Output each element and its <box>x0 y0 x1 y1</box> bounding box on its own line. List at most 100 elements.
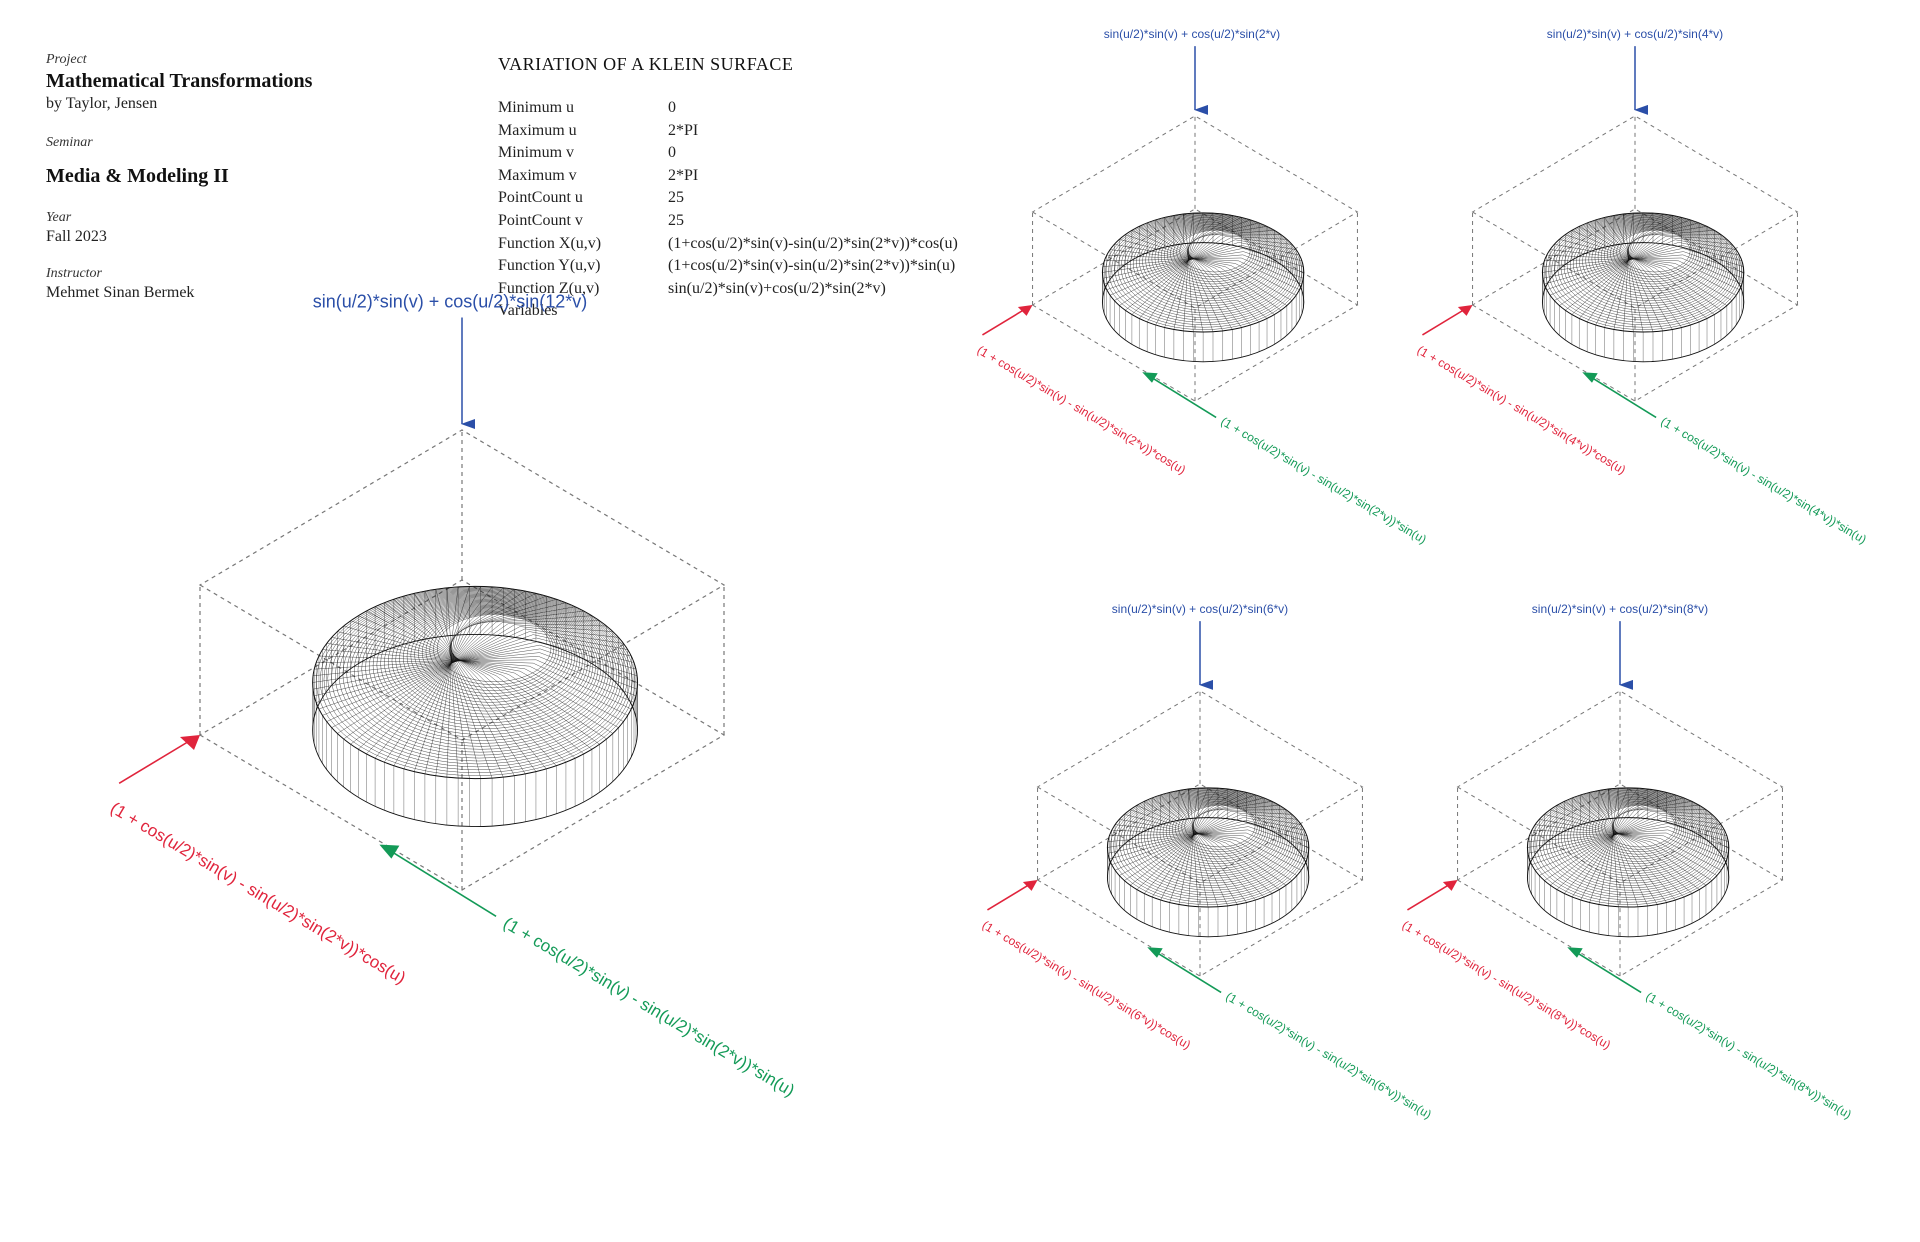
parameter-key: PointCount u <box>498 189 583 207</box>
parameter-row: Function Z(u,v) sin(u/2)*sin(v)+cos(u/2)*… <box>498 278 958 301</box>
z-axis-label: sin(u/2)*sin(v) + cos(u/2)*sin(6*v) <box>1112 602 1288 616</box>
klein-surface-mesh <box>1541 212 1745 363</box>
x-axis-label: (1 + cos(u/2)*sin(v) - sin(u/2)*sin(8*v)… <box>1400 918 1613 1052</box>
project-authors: by Taylor, Jensen <box>46 95 158 112</box>
y-axis-arrow <box>1585 373 1657 419</box>
bounding-box <box>1031 115 1359 402</box>
klein-surface-mesh <box>1101 212 1305 363</box>
x-axis: (1 + cos(u/2)*sin(v) - sin(u/2)*sin(4*v)… <box>1415 305 1628 477</box>
z-axis: sin(u/2)*sin(v) + cos(u/2)*sin(2*v) <box>1104 27 1280 115</box>
y-axis-arrowhead <box>1142 372 1158 383</box>
z-axis: sin(u/2)*sin(v) + cos(u/2)*sin(8*v) <box>1532 602 1708 690</box>
y-axis-arrow <box>1145 373 1217 419</box>
x-axis-arrow <box>1407 881 1454 911</box>
parameter-value: (1+cos(u/2)*sin(v)-sin(u/2)*sin(2*v))*si… <box>668 257 956 275</box>
x-axis-label: (1 + cos(u/2)*sin(v) - sin(u/2)*sin(2*v)… <box>107 798 409 987</box>
instructor-label: Instructor <box>46 266 102 281</box>
project-title: Mathematical Transformations <box>46 70 313 92</box>
parameter-heading: VARIATION OF A KLEIN SURFACE <box>498 54 794 74</box>
y-axis-arrowhead <box>1147 947 1163 958</box>
klein-surface-mesh <box>1106 787 1310 938</box>
parameter-key: Function Y(u,v) <box>498 257 601 275</box>
z-axis: sin(u/2)*sin(v) + cos(u/2)*sin(4*v) <box>1547 27 1723 115</box>
parameter-value: 2*PI <box>668 121 699 139</box>
klein-figure-fig-2: sin(u/2)*sin(v) + cos(u/2)*sin(2*v) (1 + … <box>975 27 1429 546</box>
x-axis: (1 + cos(u/2)*sin(v) - sin(u/2)*sin(8*v)… <box>1400 880 1613 1052</box>
y-axis-arrowhead <box>379 844 400 859</box>
bounding-box <box>1036 690 1364 977</box>
parameter-row: Function Y(u,v) (1+cos(u/2)*sin(v)-sin(u/… <box>498 255 958 278</box>
parameter-row: Maximum v 2*PI <box>498 165 958 188</box>
z-axis: sin(u/2)*sin(v) + cos(u/2)*sin(12*v) <box>313 292 588 429</box>
z-axis-label: sin(u/2)*sin(v) + cos(u/2)*sin(4*v) <box>1547 27 1723 41</box>
y-axis: (1 + cos(u/2)*sin(v) - sin(u/2)*sin(4*v)… <box>1582 372 1869 547</box>
y-axis: (1 + cos(u/2)*sin(v) - sin(u/2)*sin(6*v)… <box>1147 947 1434 1122</box>
project-label: Project <box>46 52 87 67</box>
parameter-value: (1+cos(u/2)*sin(v)-sin(u/2)*sin(2*v))*co… <box>668 234 958 252</box>
parameter-value: 0 <box>668 144 676 162</box>
y-axis-arrow <box>1150 948 1222 994</box>
x-axis-arrowhead <box>1442 880 1458 891</box>
parameter-row: Variables <box>498 300 958 323</box>
z-axis-label: sin(u/2)*sin(v) + cos(u/2)*sin(2*v) <box>1104 27 1280 41</box>
x-axis: (1 + cos(u/2)*sin(v) - sin(u/2)*sin(6*v)… <box>980 880 1193 1052</box>
parameter-key: Variables <box>498 302 558 320</box>
parameter-key: Minimum u <box>498 99 575 116</box>
x-axis-arrow <box>118 736 197 784</box>
y-axis-label: (1 + cos(u/2)*sin(v) - sin(u/2)*sin(4*v)… <box>1658 414 1869 546</box>
x-axis-arrowhead <box>1457 305 1473 316</box>
parameter-key: Function Z(u,v) <box>498 279 600 297</box>
x-axis: (1 + cos(u/2)*sin(v) - sin(u/2)*sin(2*v)… <box>975 305 1188 477</box>
parameter-value: 25 <box>668 189 684 207</box>
klein-surface-mesh <box>1526 787 1730 938</box>
y-axis-label: (1 + cos(u/2)*sin(v) - sin(u/2)*sin(8*v)… <box>1643 989 1854 1121</box>
year-label: Year <box>46 210 72 225</box>
x-axis-arrow <box>1422 306 1469 336</box>
parameter-value: sin(u/2)*sin(v)+cos(u/2)*sin(2*v) <box>668 279 886 297</box>
x-axis-label: (1 + cos(u/2)*sin(v) - sin(u/2)*sin(4*v)… <box>1415 343 1628 477</box>
seminar-title: Media & Modeling II <box>46 165 229 187</box>
x-axis-label: (1 + cos(u/2)*sin(v) - sin(u/2)*sin(2*v)… <box>975 343 1188 477</box>
bounding-box <box>1456 690 1784 977</box>
parameter-row: PointCount v 25 <box>498 210 958 233</box>
z-axis-label: sin(u/2)*sin(v) + cos(u/2)*sin(12*v) <box>313 292 588 312</box>
y-axis-label: (1 + cos(u/2)*sin(v) - sin(u/2)*sin(6*v)… <box>1223 989 1434 1121</box>
y-axis-arrow <box>382 845 497 918</box>
parameter-value: 2*PI <box>668 166 699 184</box>
x-axis-label: (1 + cos(u/2)*sin(v) - sin(u/2)*sin(6*v)… <box>980 918 1193 1052</box>
parameter-key: Maximum v <box>498 166 577 184</box>
klein-figure-fig-4: sin(u/2)*sin(v) + cos(u/2)*sin(4*v) (1 + … <box>1415 27 1869 546</box>
project-info: Project Mathematical Transformations by … <box>46 52 312 324</box>
parameter-row: PointCount u 25 <box>498 187 958 210</box>
y-axis: (1 + cos(u/2)*sin(v) - sin(u/2)*sin(8*v)… <box>1567 947 1854 1122</box>
parameter-value: 0 <box>668 99 676 116</box>
y-axis-arrowhead <box>1567 947 1583 958</box>
seminar-label: Seminar <box>46 135 93 150</box>
y-axis-arrowhead <box>1582 372 1598 383</box>
year-value: Fall 2023 <box>46 228 107 245</box>
parameter-row: Minimum u 0 <box>498 97 958 120</box>
x-axis: (1 + cos(u/2)*sin(v) - sin(u/2)*sin(2*v)… <box>107 735 409 988</box>
bounding-box <box>1471 115 1799 402</box>
klein-figure-fig-8: sin(u/2)*sin(v) + cos(u/2)*sin(8*v) (1 + … <box>1400 602 1854 1121</box>
parameter-row: Function X(u,v)(1+cos(u/2)*sin(v)-sin(u/… <box>498 233 958 256</box>
klein-surface-mesh <box>312 585 639 828</box>
y-axis: (1 + cos(u/2)*sin(v) - sin(u/2)*sin(2*v)… <box>379 844 798 1100</box>
instructor-name: Mehmet Sinan Bermek <box>46 284 195 301</box>
x-axis-arrowhead <box>1017 305 1033 316</box>
parameter-key: Minimum v <box>498 144 575 162</box>
parameter-key: PointCount v <box>498 211 583 229</box>
y-axis: (1 + cos(u/2)*sin(v) - sin(u/2)*sin(2*v)… <box>1142 372 1429 547</box>
klein-figure-fig-12: sin(u/2)*sin(v) + cos(u/2)*sin(12*v) (1 +… <box>107 292 798 1101</box>
x-axis-arrow <box>987 881 1034 911</box>
x-axis-arrowhead <box>180 735 200 750</box>
y-axis-label: (1 + cos(u/2)*sin(v) - sin(u/2)*sin(2*v)… <box>500 913 798 1100</box>
y-axis-arrow <box>1570 948 1642 994</box>
x-axis-arrow <box>982 306 1029 336</box>
klein-figure-fig-6: sin(u/2)*sin(v) + cos(u/2)*sin(6*v) (1 + … <box>980 602 1434 1121</box>
z-axis: sin(u/2)*sin(v) + cos(u/2)*sin(6*v) <box>1112 602 1288 690</box>
parameter-value: 25 <box>668 211 684 229</box>
